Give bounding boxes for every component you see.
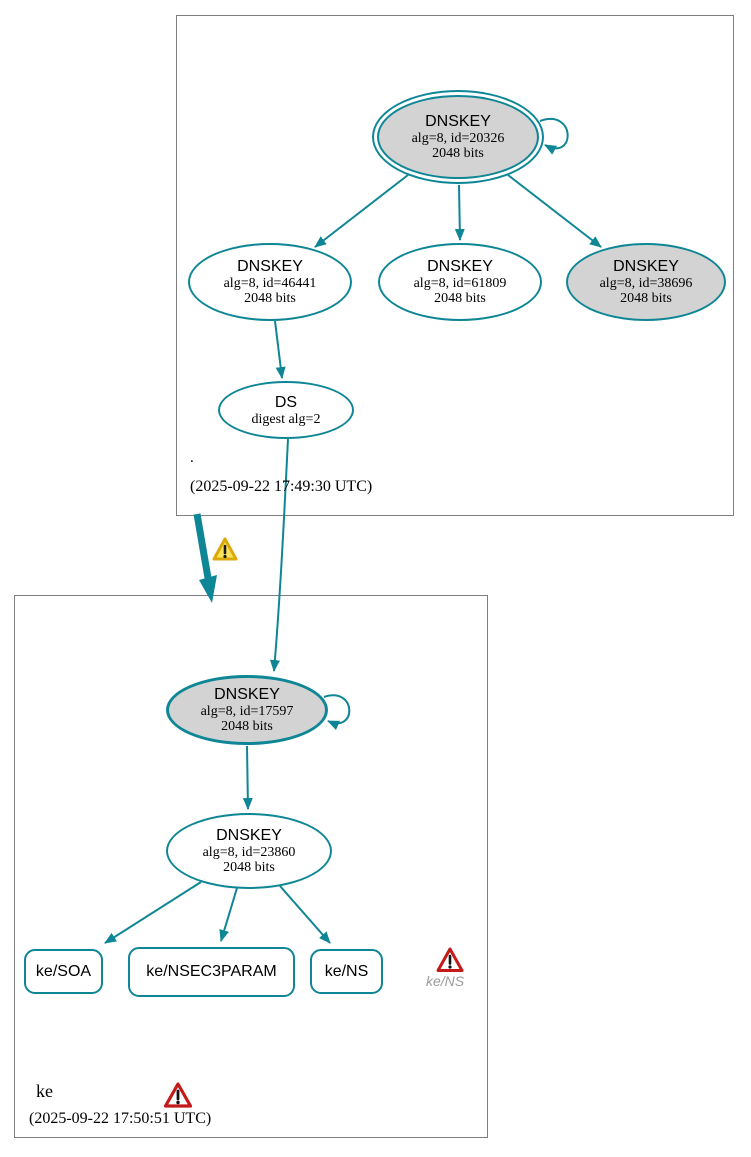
node-algo: alg=8, id=46441 <box>223 276 317 291</box>
node-bits: 2048 bits <box>223 860 275 875</box>
edge-root-ksk-to-46441 <box>314 174 409 248</box>
node-rrset-ke-soa[interactable]: ke/SOA <box>24 949 103 994</box>
edge-root-ksk-to-38696 <box>507 174 602 248</box>
edge-ke-zsk-to-ns <box>279 885 331 944</box>
zone-box-root <box>176 15 734 516</box>
node-root-zsk-61809[interactable]: DNSKEY alg=8, id=61809 2048 bits <box>378 243 542 321</box>
node-bits: 2048 bits <box>244 291 296 306</box>
error-target-label-ke-ns: ke/NS <box>425 973 465 989</box>
node-root-ksk-20326[interactable]: DNSKEY alg=8, id=20326 2048 bits <box>372 90 544 184</box>
node-algo: alg=8, id=17597 <box>200 704 294 719</box>
node-title: DNSKEY <box>237 258 303 275</box>
node-ke-ksk-17597[interactable]: DNSKEY alg=8, id=17597 2048 bits <box>166 675 328 745</box>
node-rrset-ke-ns[interactable]: ke/NS <box>310 949 383 994</box>
node-root-ds[interactable]: DS digest alg=2 <box>218 381 354 439</box>
zone-box-ke <box>14 595 488 1138</box>
edge-root-ksk-selfloop <box>539 118 569 155</box>
node-algo: alg=8, id=38696 <box>599 276 693 291</box>
node-title: DNSKEY <box>425 113 491 130</box>
edge-root-ds-to-ke-ksk <box>269 438 289 672</box>
rrset-label: ke/SOA <box>35 962 92 980</box>
node-algo: alg=8, id=61809 <box>413 276 507 291</box>
edge-ke-zsk-to-nsec3param <box>219 887 238 942</box>
node-bits: 2048 bits <box>434 291 486 306</box>
node-bits: 2048 bits <box>432 146 484 161</box>
edge-root-46441-to-ds <box>274 320 286 379</box>
node-title: DNSKEY <box>214 686 280 703</box>
zone-label-ke: ke <box>36 1081 53 1101</box>
rrset-label: ke/NS <box>324 962 369 980</box>
edge-ke-ksk-selfloop <box>323 694 351 731</box>
node-bits: 2048 bits <box>620 291 672 306</box>
rrset-label: ke/NSEC3PARAM <box>146 963 277 980</box>
node-bits: 2048 bits <box>221 719 273 734</box>
node-title: DS <box>274 393 298 411</box>
node-title: DNSKEY <box>427 258 493 275</box>
error-icon-ke-zone[interactable] <box>163 1082 193 1108</box>
node-root-ksk-38696[interactable]: DNSKEY alg=8, id=38696 2048 bits <box>566 243 726 321</box>
edge-ke-ksk-to-zsk <box>242 745 253 810</box>
edge-ke-zsk-to-soa <box>104 881 202 944</box>
node-title: DNSKEY <box>216 827 282 844</box>
edge-delegation-root-to-ke <box>193 513 212 579</box>
edge-root-ksk-to-61809 <box>454 184 465 241</box>
error-icon-ke-ns[interactable] <box>436 947 464 972</box>
warning-icon-delegation[interactable] <box>212 537 238 561</box>
zone-timestamp-root: (2025-09-22 17:49:30 UTC) <box>190 478 373 495</box>
node-title: DNSKEY <box>613 258 679 275</box>
zone-label-root: . <box>190 450 194 466</box>
node-algo: alg=8, id=20326 <box>411 131 505 146</box>
node-algo: digest alg=2 <box>251 411 321 427</box>
node-algo: alg=8, id=23860 <box>202 845 296 860</box>
zone-timestamp-ke: (2025-09-22 17:50:51 UTC) <box>29 1110 212 1127</box>
node-root-zsk-46441[interactable]: DNSKEY alg=8, id=46441 2048 bits <box>188 243 352 321</box>
node-ke-zsk-23860[interactable]: DNSKEY alg=8, id=23860 2048 bits <box>166 813 332 889</box>
edge-delegation-arrowhead <box>199 575 217 603</box>
node-rrset-ke-nsec3param[interactable]: ke/NSEC3PARAM <box>128 947 295 997</box>
